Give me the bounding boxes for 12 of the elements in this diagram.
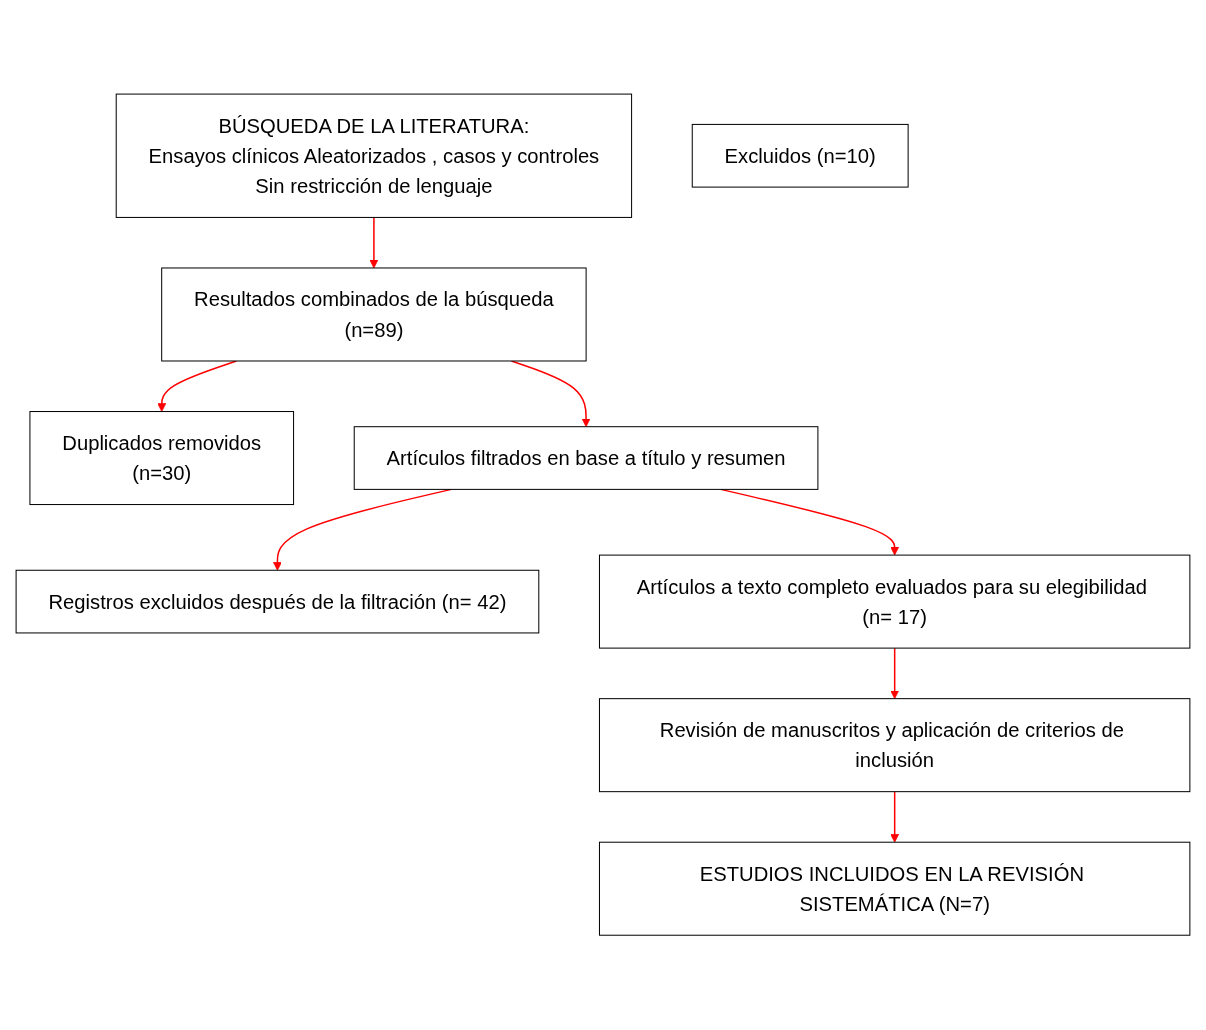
arrow bbox=[890, 647, 900, 700]
node-box: Resultados combinados de la búsqueda (n=89) bbox=[161, 267, 587, 362]
arrow bbox=[890, 791, 900, 843]
node-box: ESTUDIOS INCLUIDOS EN LA REVISIÓN SISTEMÁTICA (N=7) bbox=[598, 842, 1191, 937]
node-box: Revisión de manuscritos y aplicación de criterios de inclusión bbox=[598, 698, 1191, 793]
arrow bbox=[369, 217, 379, 269]
node-box: Duplicados removidos (n=30) bbox=[29, 411, 295, 506]
node-box: Excluidos (n=10) bbox=[691, 124, 909, 188]
node-box: Artículos filtrados en base a título y resumen bbox=[353, 426, 819, 491]
node-box: BÚSQUEDA DE LA LITERATURA: Ensayos clínicos Aleatorizados , casos y controles Sin restricción de lenguaje bbox=[115, 93, 633, 219]
node-box: Artículos a texto completo evaluados para su elegibilidad (n= 17) bbox=[598, 554, 1191, 649]
node-box: Registros excluidos después de la filtración (n= 42) bbox=[15, 570, 540, 634]
